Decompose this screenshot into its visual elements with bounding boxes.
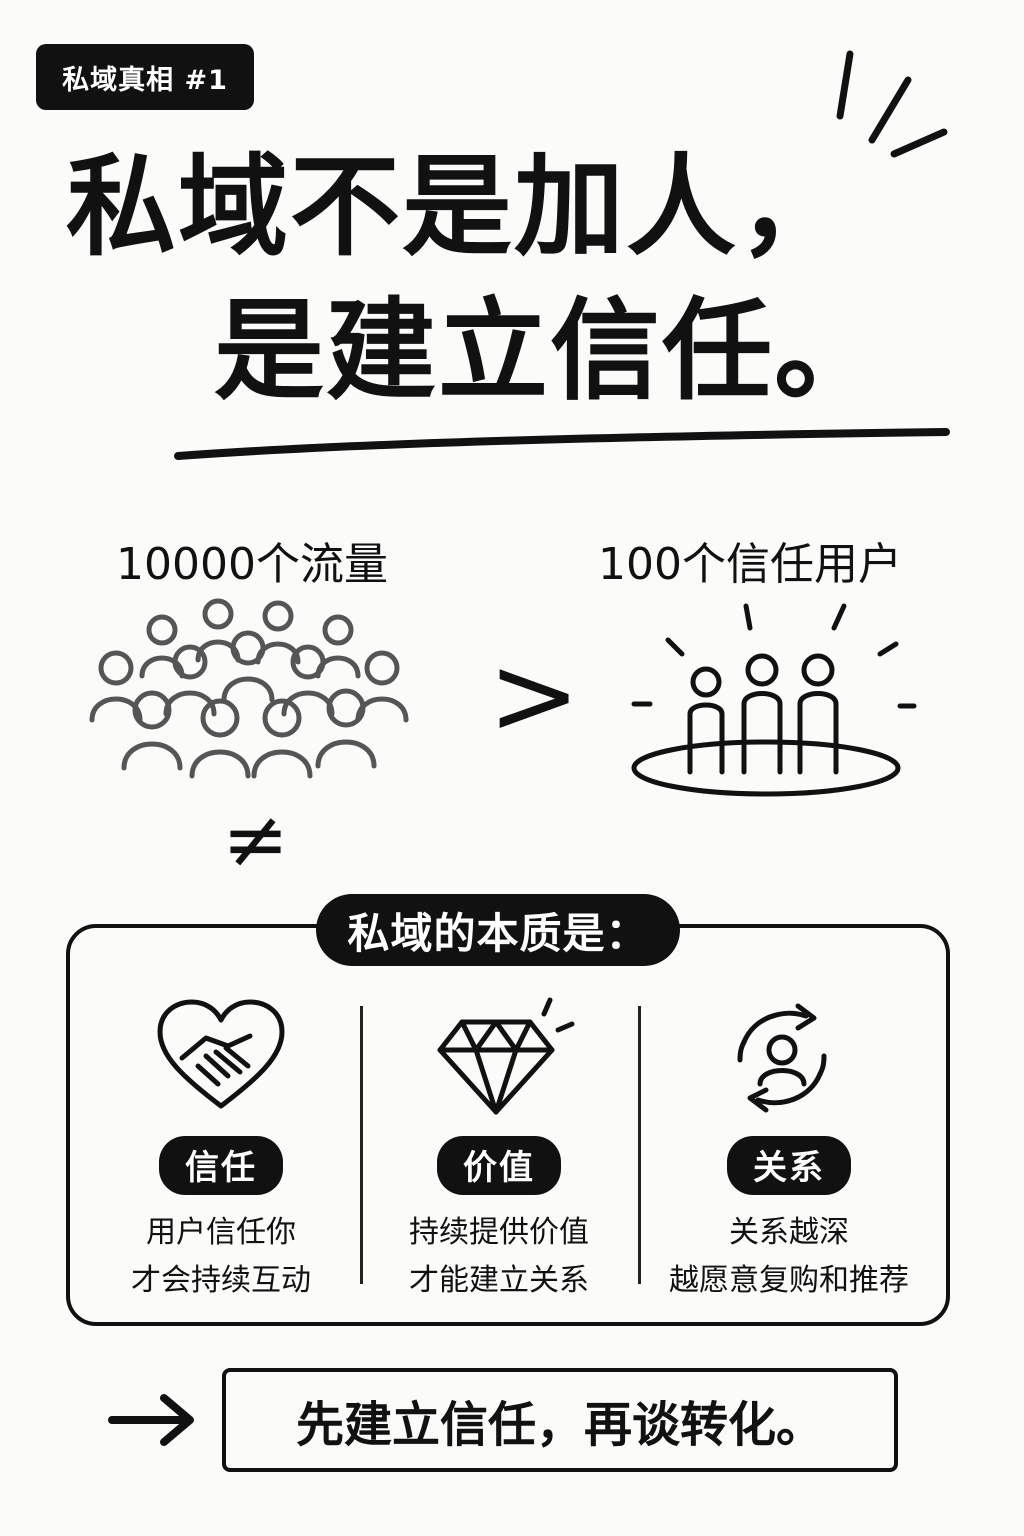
heart-handshake-icon <box>157 999 285 1109</box>
relationship-line-1: 关系越深 <box>729 1215 849 1250</box>
value-description: 持续提供价值 才能建立关系 <box>364 1209 634 1305</box>
essence-heading: 私域的本质是： <box>316 894 680 966</box>
column-divider <box>360 1006 363 1284</box>
relationship-description: 关系越深 越愿意复购和推荐 <box>654 1209 924 1305</box>
trusted-users-icon <box>631 603 917 797</box>
essence-item-value: 价值 持续提供价值 才能建立关系 <box>364 1136 634 1305</box>
trust-line-1: 用户信任你 <box>146 1215 296 1250</box>
trust-description: 用户信任你 才会持续互动 <box>86 1209 356 1305</box>
essence-item-relationship: 关系 关系越深 越愿意复购和推荐 <box>654 1136 924 1305</box>
relationship-line-2: 越愿意复购和推荐 <box>669 1263 909 1298</box>
value-line-1: 持续提供价值 <box>409 1215 589 1250</box>
greater-than-symbol: > <box>488 631 581 759</box>
headline-line-2: 是建立信任。 <box>214 287 886 415</box>
crowd-icon <box>89 598 409 779</box>
emphasis-strokes-icon <box>836 50 948 158</box>
diamond-icon <box>437 997 575 1115</box>
value-label: 价值 <box>437 1136 561 1195</box>
relationship-label: 关系 <box>727 1136 851 1195</box>
trust-line-2: 才会持续互动 <box>131 1263 311 1298</box>
traffic-count-label: 10000个流量 <box>116 539 388 590</box>
conclusion-box: 先建立信任，再谈转化。 <box>222 1368 898 1472</box>
headline-underline <box>174 428 950 460</box>
trusted-users-label: 100个信任用户 <box>598 539 902 590</box>
not-equal-symbol: ≠ <box>222 793 290 886</box>
arrow-right-icon <box>108 1394 194 1446</box>
column-divider <box>638 1006 641 1284</box>
person-cycle-icon <box>737 1003 827 1113</box>
trust-label: 信任 <box>159 1136 283 1195</box>
headline-line-1: 私域不是加人， <box>66 143 850 271</box>
tag-badge: 私域真相 #1 <box>36 44 254 110</box>
value-line-2: 才能建立关系 <box>409 1263 589 1298</box>
essence-item-trust: 信任 用户信任你 才会持续互动 <box>86 1136 356 1305</box>
